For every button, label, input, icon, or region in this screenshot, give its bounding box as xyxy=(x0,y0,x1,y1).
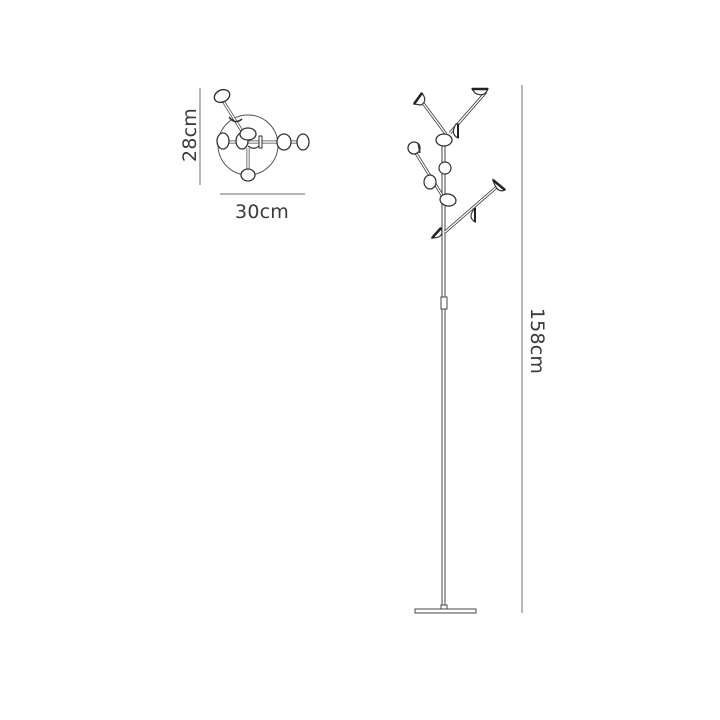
shade-icon xyxy=(439,193,457,207)
side-view-height-label: 158cm xyxy=(526,307,548,375)
lamp-base xyxy=(414,608,477,614)
shade-icon xyxy=(435,133,453,147)
shade-icon xyxy=(407,141,421,155)
top-view-width-label: 30cm xyxy=(235,201,289,223)
shade-icon xyxy=(438,161,452,175)
shade-icon xyxy=(239,127,257,141)
shade-icon xyxy=(296,133,310,151)
shade-icon xyxy=(240,168,256,182)
shade-icon xyxy=(423,174,437,190)
pole-joint xyxy=(440,296,448,310)
side-view xyxy=(407,85,523,614)
shade-icon xyxy=(216,132,230,150)
shade-icon xyxy=(213,88,231,104)
top-view-height-label: 28cm xyxy=(179,108,201,162)
shade-icon xyxy=(276,133,292,151)
top-view xyxy=(199,88,310,195)
